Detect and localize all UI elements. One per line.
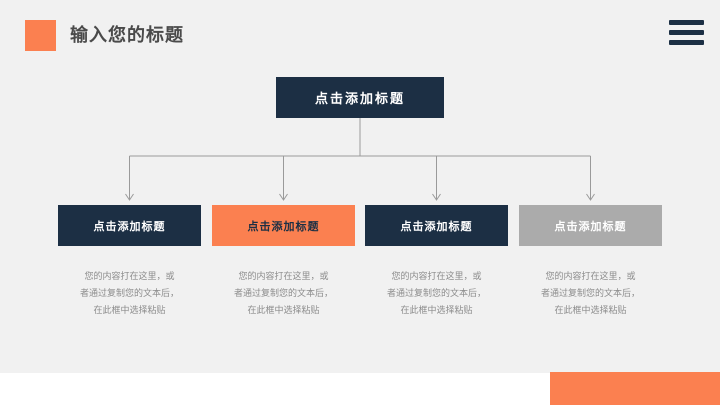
child-body-line: 在此框中选择粘贴 bbox=[400, 305, 473, 315]
hamburger-bar-middle bbox=[669, 30, 704, 35]
child-body-line: 者通过复制您的文本后， bbox=[79, 288, 179, 298]
child-node-label-4: 点击添加标题 bbox=[554, 220, 627, 233]
header-accent-square bbox=[25, 20, 56, 51]
child-node-box-3[interactable]: 点击添加标题 bbox=[365, 205, 508, 246]
page-title: 输入您的标题 bbox=[70, 25, 184, 45]
root-node-box[interactable]: 点击添加标题 bbox=[276, 77, 444, 118]
child-node-box-1[interactable]: 点击添加标题 bbox=[58, 205, 201, 246]
hamburger-bar-bottom bbox=[669, 40, 704, 45]
child-body-line: 您的内容打在这里，或 bbox=[391, 271, 482, 281]
child-body-line: 者通过复制您的文本后， bbox=[540, 288, 640, 298]
child-node-box-4[interactable]: 点击添加标题 bbox=[519, 205, 662, 246]
hamburger-bar-top bbox=[669, 20, 704, 25]
child-body-line: 者通过复制您的文本后， bbox=[233, 288, 333, 298]
child-body-text-2[interactable]: 您的内容打在这里，或 者通过复制您的文本后， 在此框中选择粘贴 bbox=[212, 268, 355, 319]
child-body-line: 您的内容打在这里，或 bbox=[84, 271, 175, 281]
hamburger-menu-icon[interactable] bbox=[669, 18, 704, 48]
child-body-line: 在此框中选择粘贴 bbox=[93, 305, 166, 315]
child-node-label-2: 点击添加标题 bbox=[247, 220, 320, 233]
footer-accent-block bbox=[550, 372, 720, 405]
child-body-line: 在此框中选择粘贴 bbox=[554, 305, 627, 315]
child-body-line: 在此框中选择粘贴 bbox=[247, 305, 320, 315]
child-node-box-2[interactable]: 点击添加标题 bbox=[212, 205, 355, 246]
child-body-line: 者通过复制您的文本后， bbox=[386, 288, 486, 298]
child-body-text-1[interactable]: 您的内容打在这里，或 者通过复制您的文本后， 在此框中选择粘贴 bbox=[58, 268, 201, 319]
child-body-line: 您的内容打在这里，或 bbox=[545, 271, 636, 281]
child-body-text-4[interactable]: 您的内容打在这里，或 者通过复制您的文本后， 在此框中选择粘贴 bbox=[519, 268, 662, 319]
root-node-label: 点击添加标题 bbox=[314, 91, 405, 106]
child-node-label-3: 点击添加标题 bbox=[400, 220, 473, 233]
child-body-text-3[interactable]: 您的内容打在这里，或 者通过复制您的文本后， 在此框中选择粘贴 bbox=[365, 268, 508, 319]
child-body-line: 您的内容打在这里，或 bbox=[238, 271, 329, 281]
child-node-label-1: 点击添加标题 bbox=[93, 220, 166, 233]
